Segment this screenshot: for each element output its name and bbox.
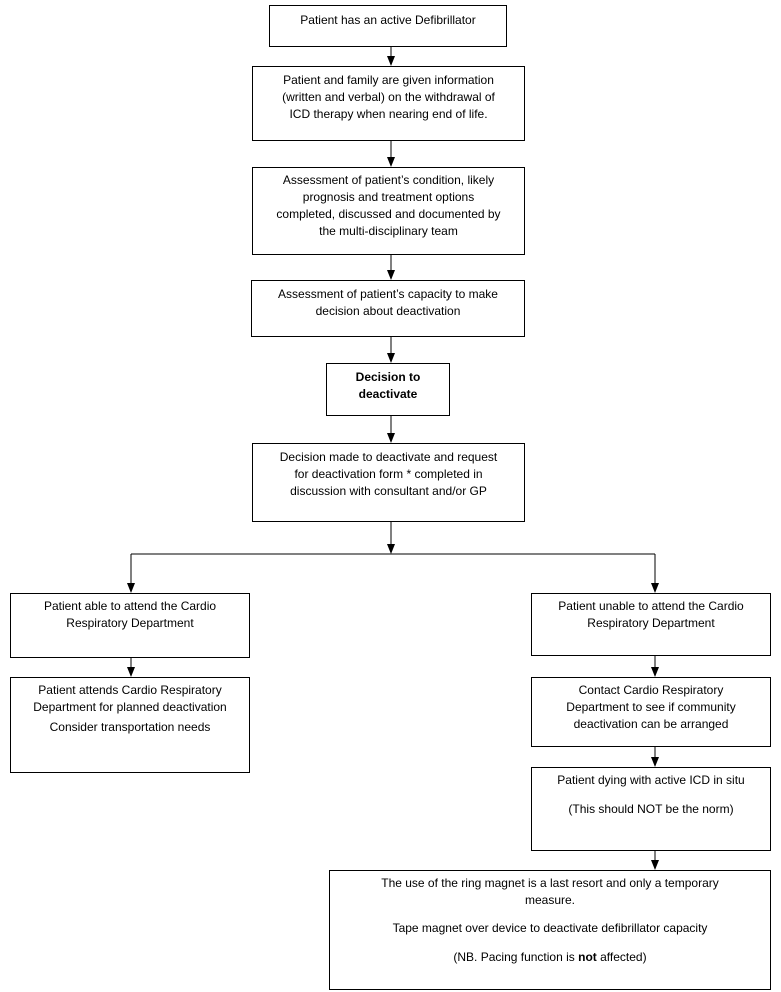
box-decision-made: Decision made to deactivate and request … bbox=[252, 443, 525, 522]
box-unable-to-attend-line-1: Patient unable to attend the Cardio bbox=[558, 599, 744, 613]
box-information-given: Patient and family are given information… bbox=[252, 66, 525, 141]
box-attends-planned-deactivation: Patient attends Cardio Respiratory Depar… bbox=[10, 677, 250, 773]
box-contact-department-line-2: Department to see if community bbox=[566, 700, 736, 714]
box-decision-made-line-2: for deactivation form * completed in bbox=[294, 467, 483, 481]
box-active-defibrillator: Patient has an active Defibrillator bbox=[269, 5, 507, 47]
box-contact-department-line-3: deactivation can be arranged bbox=[573, 717, 729, 731]
box-contact-department: Contact Cardio Respiratory Department to… bbox=[531, 677, 771, 747]
box-information-given-line-2: (written and verbal) on the withdrawal o… bbox=[282, 90, 495, 104]
box-ring-magnet-line-1: The use of the ring magnet is a last res… bbox=[381, 876, 719, 890]
box-unable-to-attend-line-2: Respiratory Department bbox=[587, 616, 715, 630]
box-able-to-attend-line-1: Patient able to attend the Cardio bbox=[43, 599, 217, 613]
box-information-given-line-1: Patient and family are given information bbox=[283, 73, 494, 87]
box-active-defibrillator-text: Patient has an active Defibrillator bbox=[300, 13, 476, 27]
box-capacity-assessment: Assessment of patient’s capacity to make… bbox=[251, 280, 525, 337]
box-dying-with-active-icd: Patient dying with active ICD in situ (T… bbox=[531, 767, 771, 851]
box-ring-magnet-note-suffix: affected) bbox=[596, 950, 647, 964]
box-unable-to-attend: Patient unable to attend the Cardio Resp… bbox=[531, 593, 771, 656]
box-ring-magnet-note-prefix: (NB. Pacing function is bbox=[453, 950, 579, 964]
box-information-given-line-3: ICD therapy when nearing end of life. bbox=[289, 107, 488, 121]
box-decision-made-line-1: Decision made to deactivate and request bbox=[279, 450, 498, 464]
box-ring-magnet-line-2: measure. bbox=[524, 893, 576, 907]
box-attends-planned-deactivation-line-2: Department for planned deactivation bbox=[33, 700, 227, 714]
box-capacity-assessment-line-2: decision about deactivation bbox=[315, 304, 461, 318]
box-ring-magnet: The use of the ring magnet is a last res… bbox=[329, 870, 771, 990]
box-condition-assessment-line-3: completed, discussed and documented by bbox=[276, 207, 501, 221]
box-capacity-assessment-line-1: Assessment of patient’s capacity to make bbox=[278, 287, 498, 301]
box-ring-magnet-note: (NB. Pacing function is not affected) bbox=[336, 949, 764, 966]
box-ring-magnet-line-3: Tape magnet over device to deactivate de… bbox=[392, 921, 708, 935]
box-dying-with-active-icd-line-1: Patient dying with active ICD in situ bbox=[557, 773, 745, 787]
box-able-to-attend: Patient able to attend the Cardio Respir… bbox=[10, 593, 250, 658]
box-decision-to-deactivate-line-1: Decision to bbox=[355, 370, 421, 384]
box-attends-planned-deactivation-line-1: Patient attends Cardio Respiratory bbox=[38, 683, 222, 697]
box-contact-department-line-1: Contact Cardio Respiratory bbox=[578, 683, 724, 697]
box-condition-assessment: Assessment of patient’s condition, likel… bbox=[252, 167, 525, 255]
box-condition-assessment-line-4: the multi-disciplinary team bbox=[319, 224, 458, 238]
box-decision-to-deactivate-line-2: deactivate bbox=[358, 387, 418, 401]
box-decision-to-deactivate: Decision to deactivate bbox=[326, 363, 450, 416]
box-dying-with-active-icd-line-2: (This should NOT be the norm) bbox=[568, 802, 734, 816]
box-ring-magnet-note-bold: not bbox=[578, 950, 597, 964]
box-condition-assessment-line-2: prognosis and treatment options bbox=[302, 190, 475, 204]
box-decision-made-line-3: discussion with consultant and/or GP bbox=[290, 484, 487, 498]
box-able-to-attend-line-2: Respiratory Department bbox=[66, 616, 194, 630]
box-condition-assessment-line-1: Assessment of patient’s condition, likel… bbox=[282, 173, 495, 187]
box-attends-planned-deactivation-line-3: Consider transportation needs bbox=[49, 720, 211, 734]
